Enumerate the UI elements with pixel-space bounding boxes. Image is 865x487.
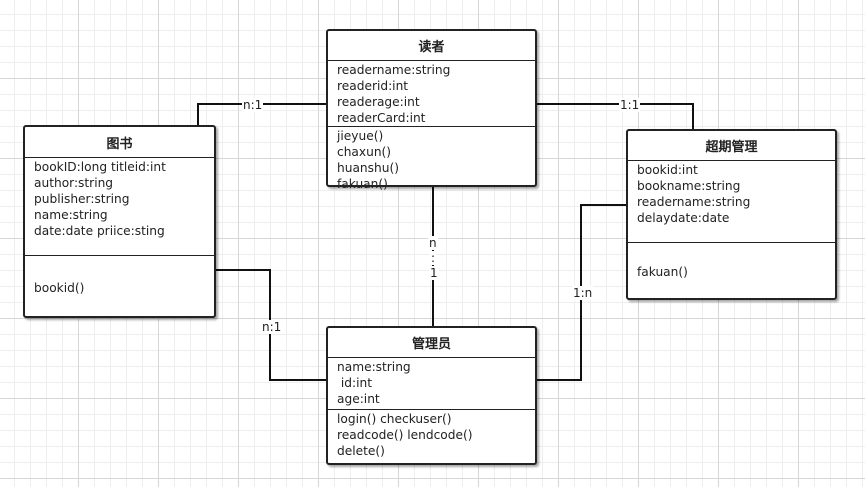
- edge-label-reader-admin-1: n: [428, 236, 438, 250]
- attribute: readername:string: [637, 195, 751, 209]
- class-title-reader: 读者: [328, 31, 535, 61]
- class-box-reader[interactable]: 读者 readername:string readerid:int reader…: [326, 29, 537, 191]
- edge-label-reader-admin-3: 1: [429, 266, 439, 280]
- attributes-section-reader: readername:string readerid:int readerage…: [328, 61, 535, 127]
- attribute: bookID:long titleid:int: [34, 160, 166, 174]
- attribute: readerage:int: [337, 95, 420, 109]
- attribute: readerid:int: [337, 79, 409, 93]
- method: fakuan(): [637, 265, 688, 279]
- attributes-section-book: bookID:long titleid:int author:string pu…: [25, 158, 214, 256]
- attribute: delaydate:date: [637, 211, 730, 225]
- attribute: date:date priice:sting: [34, 224, 165, 238]
- edge-reader-overdue: [536, 103, 694, 130]
- method: fakuan(): [337, 177, 388, 191]
- attribute: name:string: [337, 360, 411, 374]
- method: readcode() lendcode(): [337, 428, 473, 442]
- method: jieyue(): [337, 129, 384, 143]
- attributes-section-admin: name:string id:int age:int: [328, 358, 535, 410]
- methods-section-book: bookid(): [25, 256, 214, 296]
- attribute: id:int: [337, 376, 372, 390]
- methods-section-overdue: fakuan(): [628, 243, 835, 280]
- attributes-section-overdue: bookid:int bookname:string readername:st…: [628, 161, 835, 243]
- attribute: readerCard:int: [337, 111, 426, 125]
- edge-label-book-admin: n:1: [261, 320, 283, 334]
- edge-label-reader-admin-2: :: [430, 251, 437, 265]
- class-title-overdue: 超期管理: [628, 131, 835, 161]
- attribute: name:string: [34, 208, 108, 222]
- attribute: age:int: [337, 392, 380, 406]
- edge-book-reader: [197, 103, 327, 126]
- class-box-admin[interactable]: 管理员 name:string id:int age:int login() c…: [326, 326, 537, 465]
- method: bookid(): [34, 281, 85, 295]
- methods-section-admin: login() checkuser() readcode() lendcode(…: [328, 410, 535, 459]
- class-title-book: 图书: [25, 127, 214, 158]
- method: login() checkuser(): [337, 412, 452, 426]
- attribute: readername:string: [337, 63, 451, 77]
- class-box-book[interactable]: 图书 bookID:long titleid:int author:string…: [23, 125, 216, 318]
- edge-label-reader-overdue: 1:1: [619, 98, 641, 112]
- class-box-overdue[interactable]: 超期管理 bookid:int bookname:string readerna…: [626, 129, 837, 300]
- method: huanshu(): [337, 161, 399, 175]
- attribute: author:string: [34, 176, 114, 190]
- method: delete(): [337, 444, 385, 458]
- edge-label-overdue-admin: 1:n: [572, 286, 594, 300]
- attribute: bookname:string: [637, 179, 741, 193]
- methods-section-reader: jieyue() chaxun() huanshu() fakuan(): [328, 127, 535, 192]
- class-title-admin: 管理员: [328, 328, 535, 358]
- attribute: bookid:int: [637, 163, 698, 177]
- edge-label-book-reader: n:1: [242, 98, 264, 112]
- method: chaxun(): [337, 145, 392, 159]
- attribute: publisher:string: [34, 192, 130, 206]
